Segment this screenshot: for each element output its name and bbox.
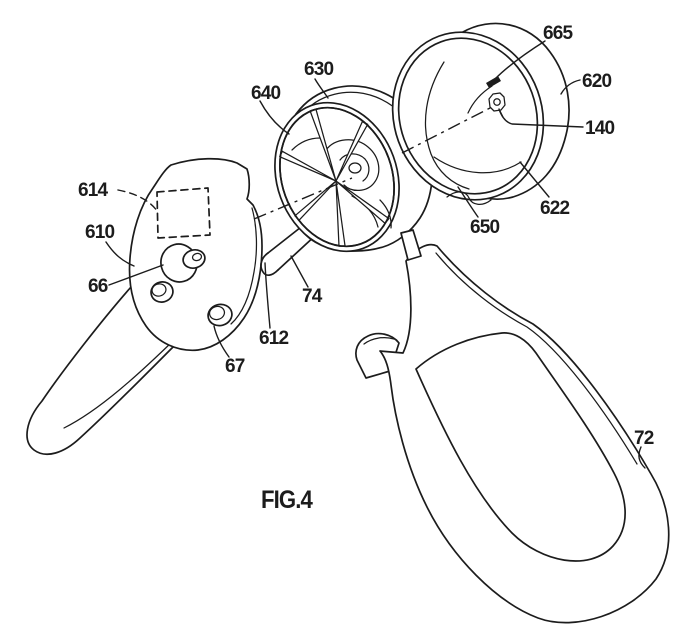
- leader-612: [264, 262, 271, 329]
- coil-turn-inner: [348, 162, 362, 174]
- leader-650: [457, 186, 479, 218]
- leader-630: [314, 78, 329, 99]
- head-grip-crease: [63, 339, 175, 429]
- ref-label-66: 66: [88, 276, 108, 297]
- cap-rim-inner: [397, 37, 539, 195]
- leader-140: [498, 108, 584, 128]
- leader-614: [117, 189, 159, 213]
- ref-label-72: 72: [634, 428, 654, 449]
- ref-label-650: 650: [470, 217, 500, 238]
- primary-button-cap: [182, 249, 206, 269]
- figure-caption: FIG.4: [261, 486, 313, 514]
- ref-label-610: 610: [85, 222, 115, 243]
- head-assembly: [26, 157, 263, 455]
- ref-label-630: 630: [304, 59, 334, 80]
- rim-tab-hook: [467, 85, 493, 114]
- coil-upper-arc: [291, 137, 321, 151]
- handle-peg: [400, 229, 422, 261]
- handle-edge-highlight: [435, 252, 638, 465]
- leader-74: [290, 255, 309, 288]
- cap-interior-back-wall: [424, 61, 470, 190]
- ref-label-67: 67: [225, 356, 245, 377]
- screw-center: [493, 98, 501, 106]
- handle-end-cap-seam: [363, 337, 395, 345]
- display-window-dashed: [156, 187, 211, 239]
- ref-label-640: 640: [251, 83, 281, 104]
- leader-640: [259, 100, 290, 135]
- primary-button-tip: [191, 252, 203, 262]
- end-cap-assembly: [391, 22, 570, 205]
- ref-label-622: 622: [540, 198, 570, 219]
- cap-rim-wave: [446, 191, 492, 205]
- ref-label-620: 620: [582, 71, 612, 92]
- leader-72: [638, 446, 646, 469]
- coil-tail-b: [379, 199, 392, 229]
- secondary-button-inner: [208, 305, 226, 321]
- ref-label-612: 612: [259, 328, 289, 349]
- ref-label-614: 614: [78, 180, 109, 201]
- handle-slot: [415, 332, 626, 562]
- coil-turn-mid: [339, 153, 370, 182]
- centerline-right-segment: [401, 106, 493, 154]
- leader-67: [213, 325, 230, 358]
- cap-interior-fold: [433, 156, 522, 174]
- leader-620: [560, 79, 581, 95]
- leader-622: [519, 161, 550, 198]
- head-disc-rim-band: [230, 207, 258, 325]
- reference-numerals: 614 610 66 67 612 74 630 640 665 620 140…: [78, 23, 655, 449]
- leader-665: [494, 40, 546, 80]
- secondary-button-outer: [207, 303, 233, 327]
- leader-610: [105, 241, 135, 267]
- wheel-spokes: [279, 108, 390, 247]
- stem-end-cap: [260, 252, 279, 276]
- wheel-inner-rim-restroke: [279, 106, 395, 248]
- leader-lines: [105, 40, 646, 469]
- screw-hex-head: [488, 92, 506, 112]
- small-button-left-inner: [151, 283, 167, 297]
- leader-66: [108, 264, 164, 286]
- ref-label-140: 140: [585, 118, 615, 139]
- coil-turn-outer: [325, 139, 380, 191]
- loop-handle: [355, 229, 670, 624]
- small-button-left-outer: [150, 281, 174, 303]
- ref-label-74: 74: [302, 286, 323, 307]
- rim-tab: [486, 76, 501, 88]
- ref-label-665: 665: [543, 23, 574, 44]
